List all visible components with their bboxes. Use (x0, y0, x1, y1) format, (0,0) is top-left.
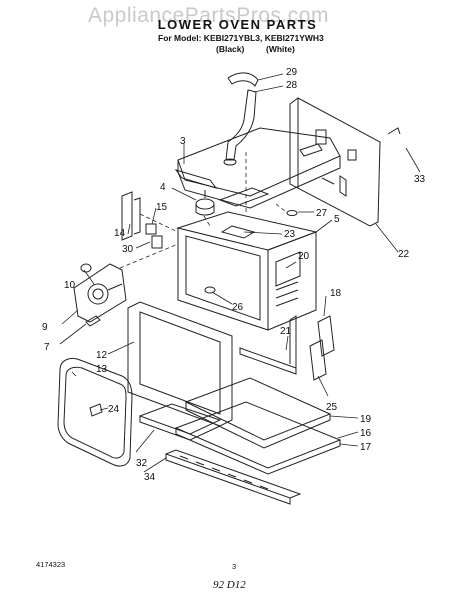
vent-grille (164, 449, 302, 505)
callout-9: 9 (42, 322, 48, 333)
callout-21: 21 (280, 326, 292, 337)
callout-15: 15 (156, 202, 168, 213)
side-bracket (239, 315, 297, 375)
oven-liner (176, 211, 318, 331)
light-assembly (73, 263, 127, 327)
callout-23: 23 (284, 229, 296, 240)
small-bracket (387, 127, 401, 135)
callout-22: 22 (398, 249, 410, 260)
callout-28: 28 (286, 80, 298, 91)
switch-bracket (121, 191, 163, 249)
page-title: LOWER OVEN PARTS (157, 17, 318, 32)
callout-20: 20 (298, 251, 310, 262)
model-line: For Model: KEBI271YBL3, KEBI271YWH3 (158, 33, 324, 43)
callout-10: 10 (64, 280, 76, 291)
hinge-receivers (309, 315, 335, 381)
door-gasket (57, 357, 133, 467)
callout-25: 25 (326, 402, 338, 413)
callout-13: 13 (96, 364, 108, 375)
callout-17: 17 (360, 442, 372, 453)
callout-numbers: 29 28 3 33 4 27 5 15 23 14 30 22 20 10 2… (42, 67, 426, 483)
callout-30: 30 (122, 244, 134, 255)
callout-12: 12 (96, 350, 108, 361)
callout-19: 19 (360, 414, 372, 425)
handwritten-date: 92 D12 (213, 579, 246, 591)
callout-24: 24 (108, 404, 120, 415)
vent-tube (223, 72, 259, 166)
bottom-shield (174, 377, 342, 475)
callout-26: 26 (232, 302, 244, 313)
callout-4: 4 (160, 182, 166, 193)
document-number: 4174323 (36, 560, 66, 569)
rear-panel (289, 97, 381, 227)
callout-18: 18 (330, 288, 342, 299)
finish-white-label: (White) (266, 44, 295, 54)
finish-black-label: (Black) (216, 44, 245, 54)
callout-14: 14 (114, 228, 126, 239)
page-number: 3 (232, 562, 237, 571)
callout-5: 5 (334, 214, 340, 225)
callout-16: 16 (360, 428, 372, 439)
thermostat (195, 190, 215, 216)
callout-33: 33 (414, 174, 426, 185)
front-frame (127, 301, 233, 427)
callout-34: 34 (144, 472, 156, 483)
alignment-lines (119, 152, 287, 269)
callout-7: 7 (44, 342, 50, 353)
screw (286, 210, 298, 216)
callout-27: 27 (316, 208, 328, 219)
front-trim (138, 403, 222, 441)
top-cover (174, 127, 341, 209)
leader-lines (59, 73, 421, 473)
callout-29: 29 (286, 67, 298, 78)
callout-3: 3 (180, 136, 186, 147)
callout-32: 32 (136, 458, 148, 469)
watermark: AppliancePartsPros.com (88, 4, 329, 27)
